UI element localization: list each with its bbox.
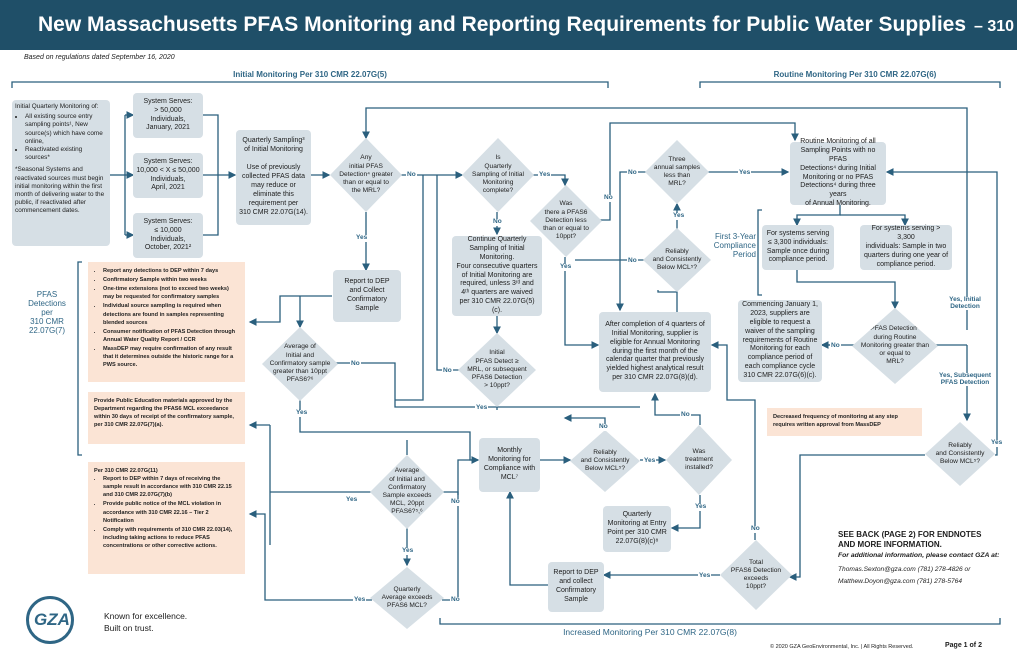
gza-logo-text: GZA <box>34 610 70 629</box>
contact-sexton[interactable]: Thomas.Sexton@gza.com (781) 278-4826 or <box>838 566 971 573</box>
edge-label: No <box>350 360 361 368</box>
increased-section-bracket <box>439 618 1001 625</box>
tagline-1: Known for excellence. <box>104 611 188 621</box>
edge-label: Yes <box>295 409 309 417</box>
violation-heading: Per 310 CMR 22.07G(11) <box>94 468 158 474</box>
note-item: Provide public notice of the MCL violati… <box>103 500 239 524</box>
edge-label: Yes <box>401 547 415 555</box>
page-number: Page 1 of 2 <box>945 642 982 649</box>
initial-heading: Initial Quarterly Monitoring of: <box>15 103 99 110</box>
see-back-note: SEE BACK (PAGE 2) FOR ENDNOTES AND MORE … <box>838 530 982 549</box>
edge-label: Yes <box>345 496 359 504</box>
edge-label: Yes <box>738 169 752 177</box>
edge-label: No <box>627 257 638 265</box>
edge-label: Yes <box>353 596 367 604</box>
first-3yr-label: First 3-Year Compliance Period <box>713 232 756 259</box>
edge-label: Yes <box>694 503 708 511</box>
violation-requirements-note: Per 310 CMR 22.07G(11) Report to DEP wit… <box>88 462 245 574</box>
contact-doyon[interactable]: Matthew.Doyon@gza.com (781) 278-5764 <box>838 578 962 585</box>
gza-logo: GZA <box>26 596 74 644</box>
note-item: Report to DEP within 7 days of receiving… <box>103 475 239 499</box>
edge-label: Yes <box>672 212 686 220</box>
routine-monitoring-box: Routine Monitoring of all Sampling Point… <box>790 138 886 207</box>
initial-section-bracket <box>11 81 609 88</box>
edge-label: Yes <box>538 171 552 179</box>
detections-bracket <box>77 261 82 456</box>
edge-label: Yes, Subsequent PFAS Detection <box>935 372 995 386</box>
quarterly-sampling-box: Quarterly Sampling³ of Initial Monitorin… <box>236 130 311 225</box>
increased-monitoring-label: Increased Monitoring Per 310 CMR 22.07G(… <box>563 627 737 637</box>
edge-label: No <box>603 194 614 202</box>
public-education-note: Provide Public Education materials appro… <box>88 392 245 444</box>
pfas-detections-label: PFAS Detections per 310 CMR 22.07G(7) <box>28 290 66 335</box>
initial-footnote: *Seasonal Systems and reactivated source… <box>15 166 105 215</box>
report-confirm-box-1: Report to DEP and Collect Confirmatory S… <box>333 270 401 322</box>
continue-quarterly-box: Continue Quarterly Sampling of Initial M… <box>452 236 542 316</box>
edge-label: No <box>406 171 417 179</box>
edge-label: Yes <box>990 439 1004 447</box>
routine-section-bracket <box>699 81 1001 88</box>
commencing-2023-box: Commencing January 1, 2023, suppliers ar… <box>738 300 822 382</box>
decreased-frequency-note: Decreased frequency of monitoring at any… <box>767 408 922 436</box>
edge-label: No <box>830 342 841 350</box>
note-item: One-time extensions (not to exceed two w… <box>103 285 239 301</box>
note-item: Confirmatory Sample within two weeks <box>103 276 239 284</box>
quarterly-entry-box: Quarterly Monitoring at Entry Point per … <box>603 506 671 552</box>
monthly-monitoring-box: Monthly Monitoring for Compliance with M… <box>479 438 540 492</box>
edge-label: No <box>680 411 691 419</box>
page-title: New Massachusetts PFAS Monitoring and Re… <box>38 13 967 36</box>
edge-label: No <box>450 596 461 604</box>
initial-bullet: All existing source entry sampling point… <box>25 113 107 146</box>
edge-label: Yes, Initial Detection <box>935 296 995 310</box>
edge-label: Yes <box>643 457 657 465</box>
copyright: © 2020 GZA GeoEnvironmental, Inc. | All … <box>770 644 914 650</box>
note-item: Comply with requirements of 310 CMR 22.0… <box>103 526 239 550</box>
based-on-note: Based on regulations dated September 16,… <box>24 54 175 61</box>
edge-label: Yes <box>355 234 369 242</box>
edge-label: No <box>450 498 461 506</box>
report-confirm-box-2: Report to DEP and collect Confirmatory S… <box>548 562 604 612</box>
large-systems-box: For systems serving > 3,300 individuals:… <box>860 225 952 270</box>
routine-monitoring-label: Routine Monitoring Per 310 CMR 22.07G(6) <box>773 70 937 79</box>
page-title-suffix: – 310 CMR 22.07G <box>38 18 1015 87</box>
note-item: Consumer notification of PFAS Detection … <box>103 328 239 344</box>
small-systems-box: For systems serving ≤ 3,300 individuals:… <box>762 225 834 270</box>
initial-monitoring-label: Initial Monitoring Per 310 CMR 22.07G(5) <box>233 70 387 79</box>
detections-requirements-note: Report any detections to DEP within 7 da… <box>88 262 245 382</box>
tagline-2: Built on trust. <box>104 623 154 633</box>
initial-bullet: Reactivated existing sources* <box>25 146 107 162</box>
compliance-bracket <box>757 209 762 296</box>
edge-label: No <box>627 169 638 177</box>
system-small-box: System Serves: ≤ 10,000 Individuals, Oct… <box>133 213 203 258</box>
note-item: MassDEP may require confirmation of any … <box>103 345 239 369</box>
title-bar: New Massachusetts PFAS Monitoring and Re… <box>0 0 1017 87</box>
edge-label: Yes <box>698 572 712 580</box>
edge-label: Yes <box>559 263 573 271</box>
edge-label: No <box>750 525 761 533</box>
edge-label: No <box>598 423 609 431</box>
initial-quarterly-monitoring-box: Initial Quarterly Monitoring of: All exi… <box>12 100 110 246</box>
system-mid-box: System Serves: 10,000 < X ≤ 50,000 Indiv… <box>133 153 203 198</box>
system-large-box: System Serves: > 50,000 Individuals, Jan… <box>133 93 203 138</box>
edge-label: No <box>492 218 503 226</box>
edge-label: No <box>442 367 453 375</box>
note-item: Individual source sampling is required w… <box>103 302 239 326</box>
after-completion-box: After completion of 4 quarters of Initia… <box>599 312 711 392</box>
edge-label: Yes <box>475 404 489 412</box>
contact-intro: For additional information, please conta… <box>838 552 1000 559</box>
note-item: Report any detections to DEP within 7 da… <box>103 267 239 275</box>
